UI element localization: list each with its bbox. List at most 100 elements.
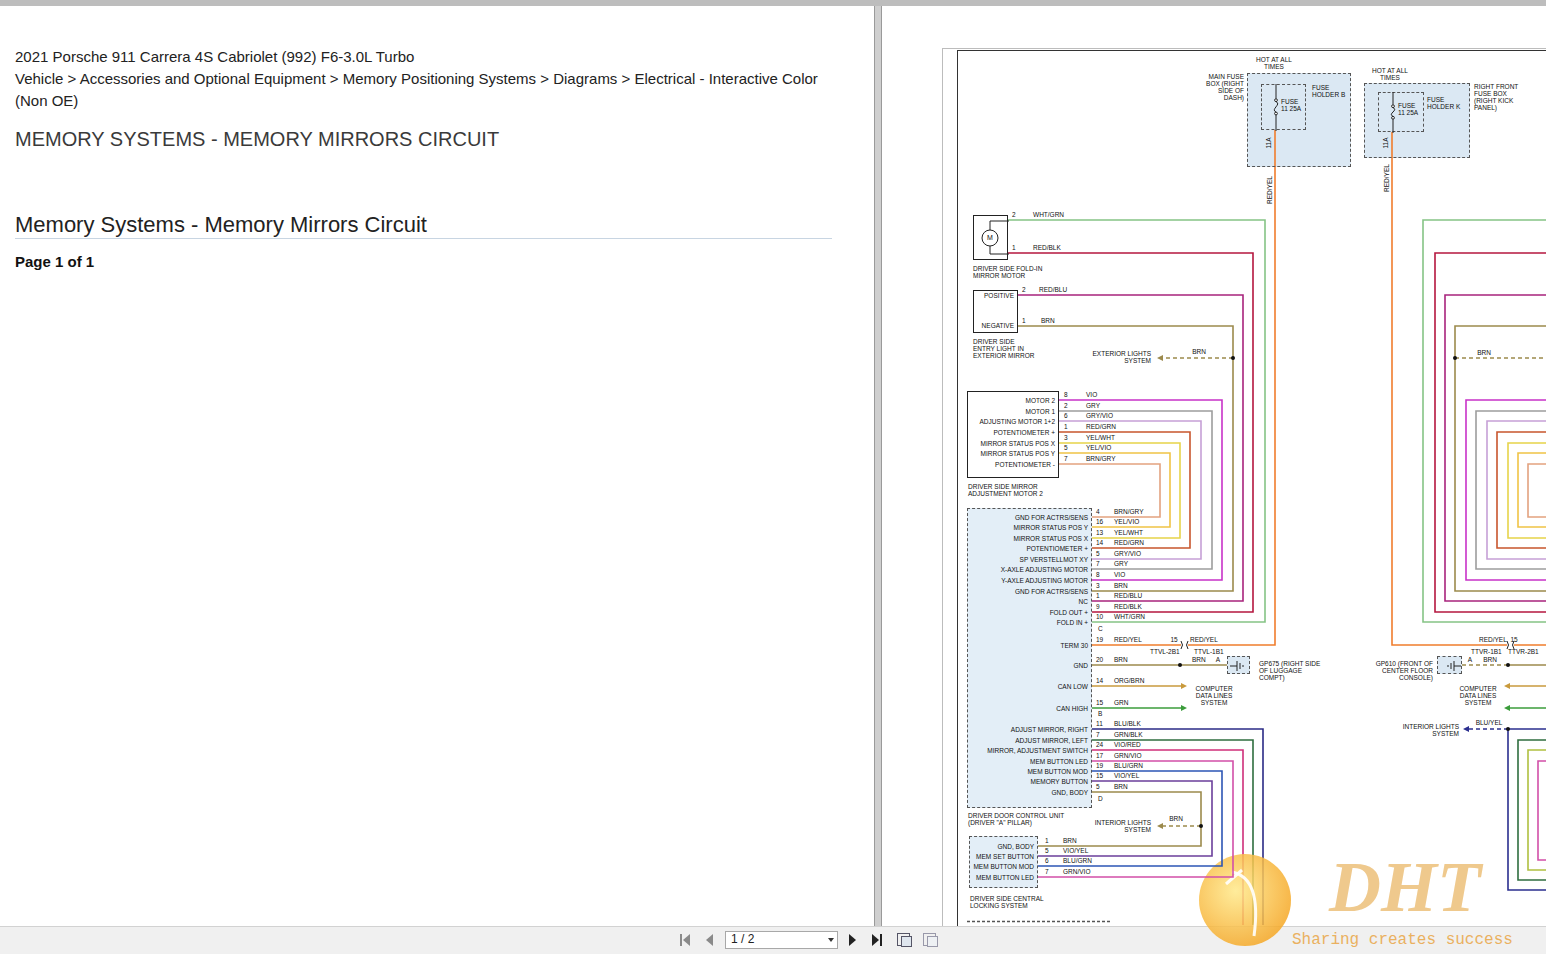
watermark: DHT	[1329, 848, 1481, 927]
wire-connector	[1092, 664, 1227, 666]
fuse-symbol	[1391, 108, 1394, 117]
pin-number: 19	[1096, 636, 1103, 643]
wire-color: RED/BLU	[1114, 592, 1142, 599]
connector-id: TTVL-1B1	[1194, 648, 1224, 655]
document-heading: MEMORY SYSTEMS - MEMORY MIRRORS CIRCUIT	[15, 128, 499, 150]
ground-point: GP610 (FRONT OF CENTER FLOOR CONSOLE)	[1437, 656, 1462, 674]
first-page-icon	[680, 934, 682, 946]
wire-color: YEL/VIO	[1114, 518, 1139, 525]
pin-number: 19	[1096, 762, 1103, 769]
pin-number: 11A	[1265, 137, 1272, 148]
node-fill	[1437, 656, 1462, 674]
connector-symbol	[1187, 641, 1189, 649]
component-label: GP610 (FRONT OF CENTER FLOOR CONSOLE)	[1364, 660, 1433, 681]
pin-name: GND, BODY	[998, 843, 1034, 850]
pin-name: MEM BUTTON MOD	[1027, 768, 1088, 775]
pin-name: GND, BODY	[1052, 789, 1088, 796]
wire	[1423, 220, 1546, 622]
pin-name: MIRROR STATUS POS X	[1013, 535, 1088, 542]
pin-number: 7	[1096, 731, 1100, 738]
watermark-logo	[1232, 872, 1256, 936]
node-fill	[969, 836, 1038, 888]
pin-number: 6	[1045, 857, 1049, 864]
pin-name: MEM BUTTON MOD	[973, 863, 1034, 870]
can-wire	[1510, 707, 1546, 709]
wire-color: GRY/VIO	[1114, 550, 1141, 557]
pin-name: POSITIVE	[984, 292, 1014, 299]
pin-name: CAN HIGH	[1056, 705, 1088, 712]
wire-color: RED/GRN	[1114, 539, 1144, 546]
wire	[1508, 443, 1546, 538]
wire	[1538, 761, 1546, 860]
wire-color: VIO	[1086, 391, 1097, 398]
pin-number: 4	[1096, 508, 1100, 515]
wire-color: BLU/GRN	[1114, 762, 1143, 769]
pin-name: MOTOR 2	[1026, 397, 1056, 404]
component-label: FUSE HOLDER B	[1312, 84, 1346, 98]
pin-name: POTENTIOMETER +	[1026, 545, 1088, 552]
wire-color: BRN	[1169, 815, 1183, 822]
first-page-icon	[683, 934, 690, 946]
pin-name: TERM 30	[1061, 642, 1088, 649]
pin-number: 8	[1064, 391, 1068, 398]
pin-number: 2	[1022, 286, 1026, 293]
wire-connector	[1038, 761, 1233, 877]
pin-name: MIRROR, ADJUSTMENT SWITCH	[987, 747, 1088, 754]
ground-wire	[1462, 664, 1508, 666]
reference-wire	[1469, 728, 1508, 730]
pin-number: 11	[1096, 720, 1103, 727]
pin-number: 15	[1096, 772, 1103, 779]
pin-number: 15	[1510, 636, 1517, 643]
wire-color: RED/BLK	[1033, 244, 1061, 251]
toolbar	[0, 926, 1546, 954]
wire	[1455, 326, 1546, 591]
fuse-symbol	[1393, 92, 1394, 105]
wire	[1487, 421, 1546, 559]
pin-number: 10	[1096, 613, 1103, 620]
fuse-box: RIGHT FRONT FUSE BOX (RIGHT KICK PANEL)F…	[1364, 83, 1470, 158]
ground-wire	[1508, 664, 1546, 666]
connector-id: TTVR-2B1	[1508, 648, 1539, 655]
pin-name: MOTOR 1	[1026, 408, 1056, 415]
pin-name: MIRROR STATUS POS X	[980, 440, 1055, 447]
wire-color: BRN	[1477, 349, 1491, 356]
pin-name: POTENTIOMETER +	[993, 429, 1055, 436]
pin-name: MEM BUTTON LED	[976, 874, 1034, 881]
next-page-icon	[849, 934, 856, 946]
pin-number: 7	[1096, 560, 1100, 567]
pin-name: X-AXLE ADJUSTING MOTOR	[1001, 566, 1088, 573]
wire-connector	[1018, 326, 1233, 591]
node-fill	[973, 290, 1018, 333]
arrowhead	[1157, 823, 1163, 829]
fuse-rating: FUSE 11 25A	[1281, 98, 1303, 112]
component-symbol	[1228, 657, 1251, 675]
wire-color: VIO/YEL	[1114, 772, 1139, 779]
pin-number: 6	[1064, 412, 1068, 419]
diagram-outer-frame	[942, 48, 1546, 49]
connector-gap	[1181, 640, 1188, 650]
wire-color: BRN/GRY	[1114, 508, 1144, 515]
wire-color: GRY/VIO	[1086, 412, 1113, 419]
wire-connector	[1038, 781, 1212, 856]
pin-name: MEMORY BUTTON	[1031, 778, 1088, 785]
wire-color: BRN/GRY	[1086, 455, 1116, 462]
fuse-symbol	[1392, 116, 1395, 119]
wire	[1435, 253, 1546, 612]
wire-color: GRN/BLK	[1114, 731, 1143, 738]
connector-letter: C	[1098, 625, 1103, 632]
diagram-frame	[958, 51, 1546, 951]
component-label: MAIN FUSE BOX (RIGHT SIDE OF DASH)	[1196, 73, 1244, 102]
pin-name: POTENTIOMETER -	[995, 461, 1055, 468]
ground-symbol	[1230, 661, 1243, 671]
left-page	[0, 6, 874, 926]
motor-component: MOTOR 2MOTOR 1ADJUSTING MOTOR 1+2POTENTI…	[967, 391, 1059, 478]
reference-wire	[1455, 357, 1546, 359]
watermark: Sharing creates success	[1292, 932, 1513, 950]
wire-color: RED/GRN	[1086, 423, 1116, 430]
wire-color: GRN/VIO	[1063, 868, 1090, 875]
motor-component: MDRIVER SIDE FOLD-IN MIRROR MOTOR	[973, 215, 1008, 260]
pin-name: MEM SET BUTTON	[976, 853, 1034, 860]
pin-name: Y-AXLE ADJUSTING MOTOR	[1001, 577, 1088, 584]
pin-number: 7	[1064, 455, 1068, 462]
